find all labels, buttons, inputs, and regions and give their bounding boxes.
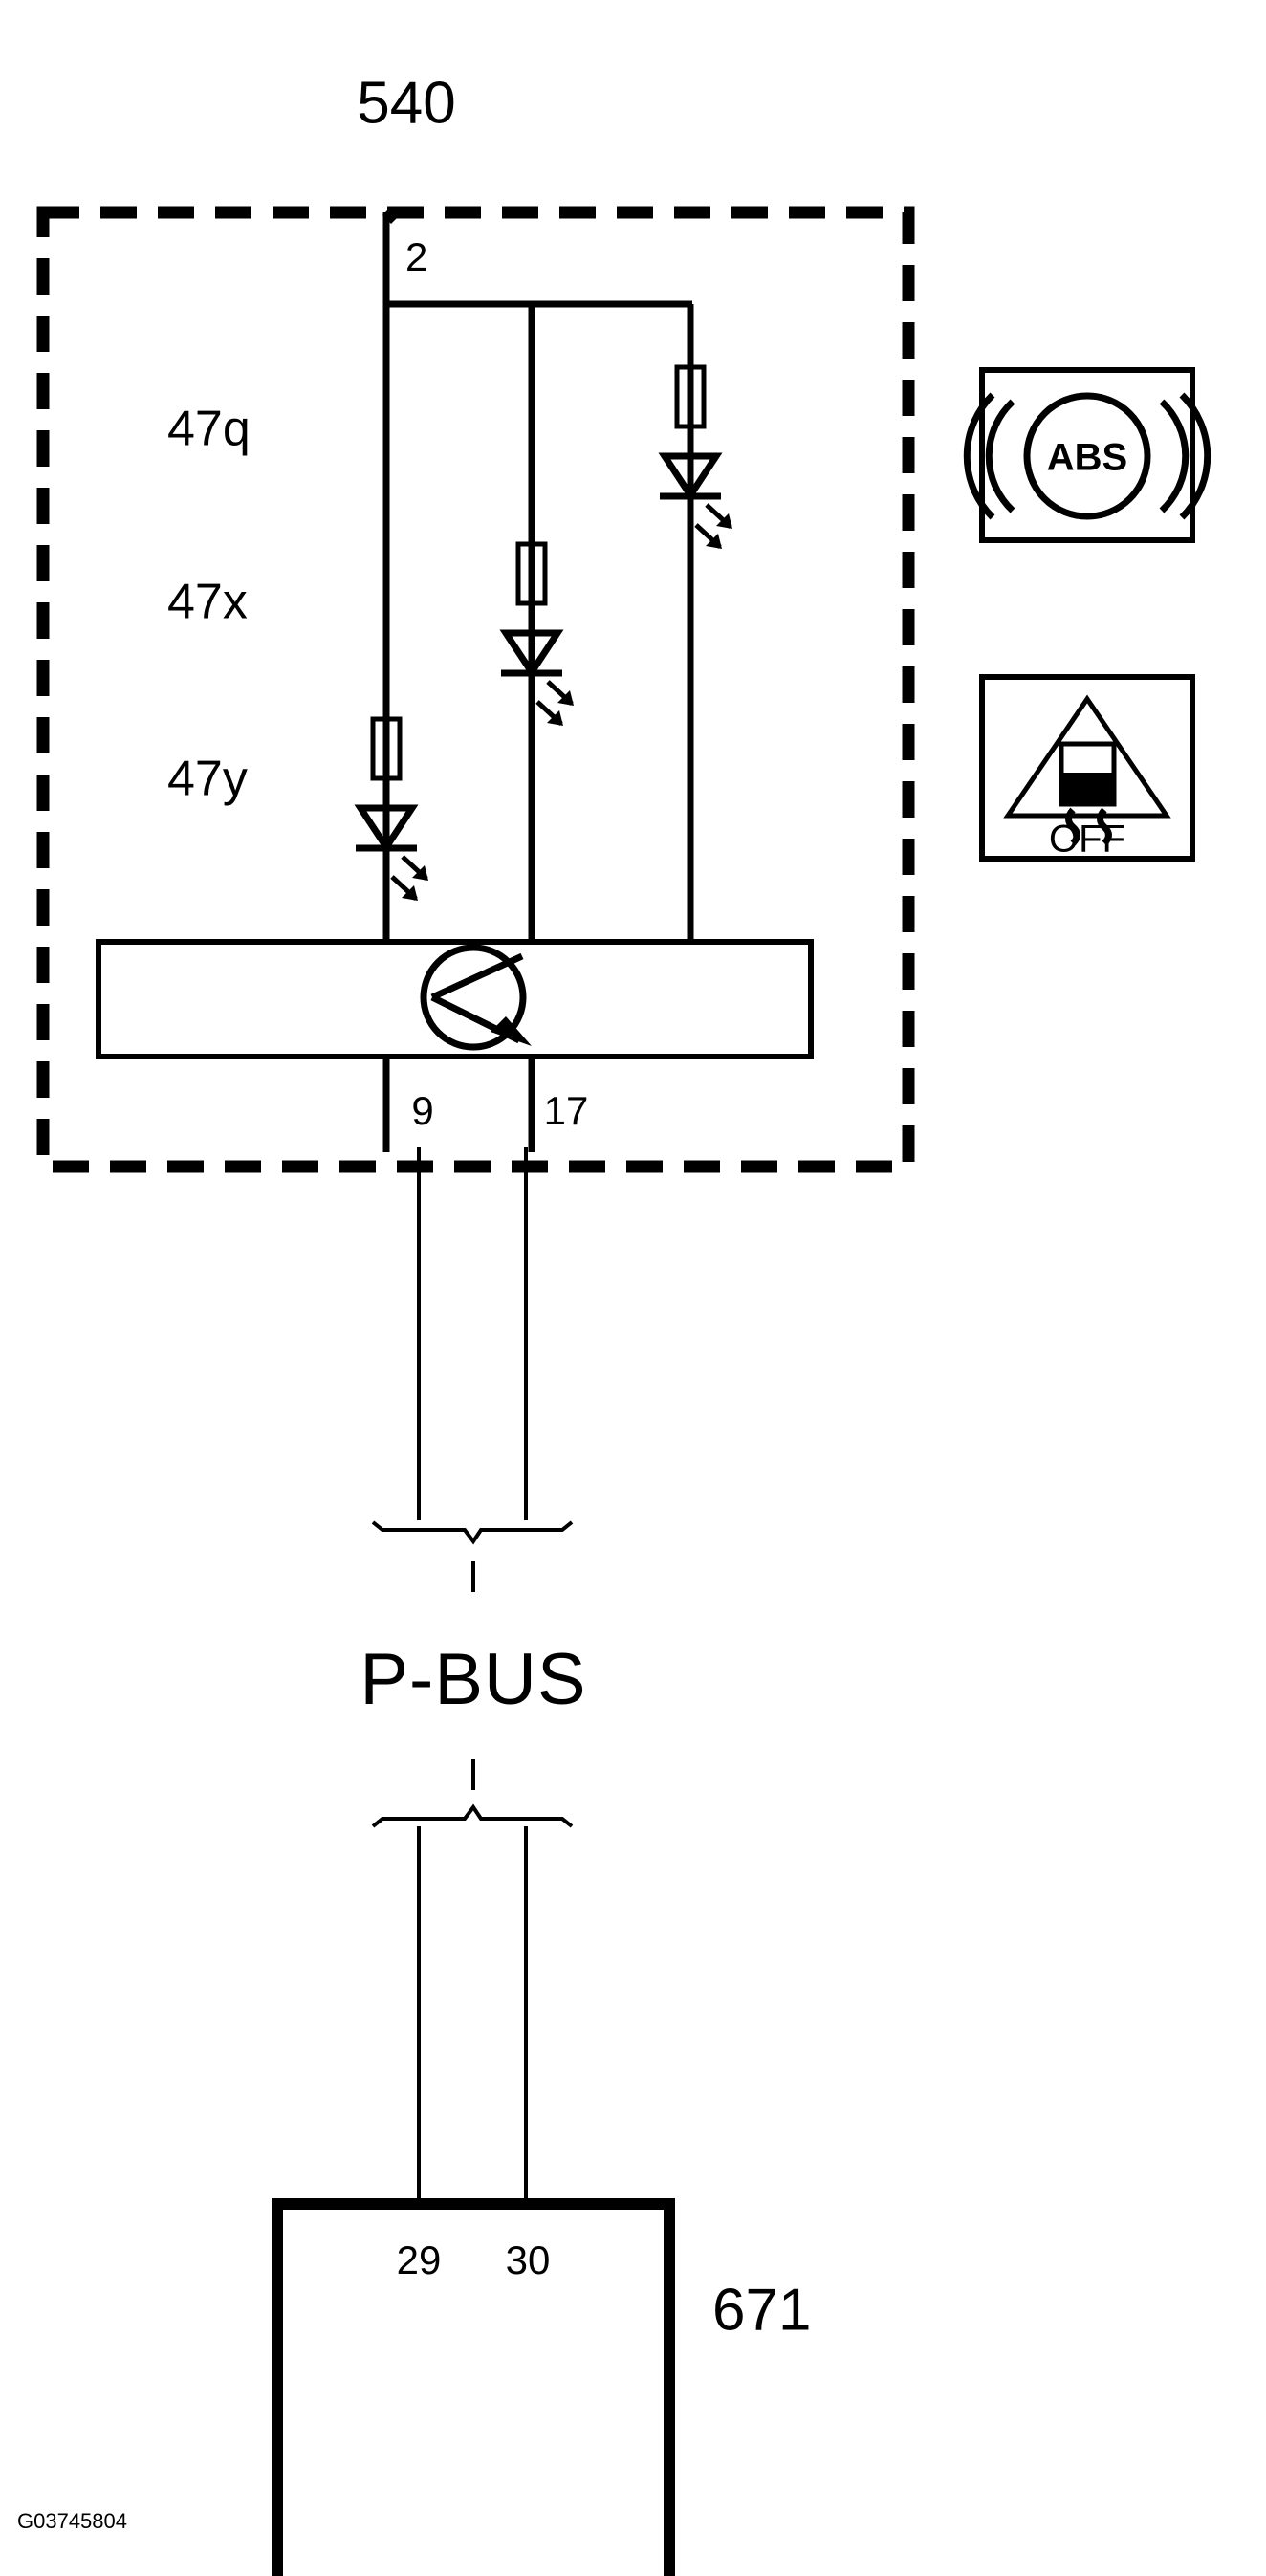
abs-indicator-label: ABS — [1047, 437, 1127, 479]
car-body-fill — [1063, 773, 1112, 804]
abs-warning-icon: ABS — [963, 367, 1211, 543]
module-671-box — [272, 2198, 675, 2576]
component-label-47x: 47x — [167, 575, 248, 630]
led-circuit-47x — [499, 541, 574, 726]
controller-bar — [96, 939, 814, 1059]
warning-triangle — [1003, 694, 1171, 819]
abs-arc-right-inner — [1159, 399, 1190, 513]
stability-control-off-icon: OFF — [979, 674, 1195, 862]
esp-off-indicator-frame — [979, 674, 1195, 862]
abs-arc-left-outer — [963, 392, 995, 520]
module-671-label: 671 — [712, 2277, 811, 2343]
led-emission-arrows-47y — [390, 855, 428, 901]
abs-circle — [1023, 392, 1151, 520]
module-540-title: 540 — [357, 70, 455, 136]
pin-label-29: 29 — [397, 2238, 442, 2282]
esp-off-label: OFF — [1049, 819, 1125, 861]
pin-label-30: 30 — [506, 2238, 551, 2282]
bus-brace-lower — [371, 1803, 574, 1828]
abs-arc-right-outer — [1179, 392, 1211, 520]
led-circuit-47q — [658, 364, 732, 549]
component-label-47y: 47y — [167, 752, 248, 807]
bus-brace-upper — [371, 1520, 574, 1545]
led-circuit-47y — [354, 716, 428, 901]
diode-triangle-47q — [658, 452, 723, 502]
diode-triangle-47x — [499, 629, 564, 679]
resistor-47y — [370, 716, 403, 781]
diode-triangle-47y — [354, 804, 419, 854]
resistor-47q — [674, 364, 707, 429]
pin-label-9: 9 — [411, 1088, 433, 1133]
drawing-code-label: G03745804 — [17, 2509, 127, 2533]
pin-label-2: 2 — [405, 234, 427, 279]
skid-mark-right — [1097, 807, 1112, 846]
skid-mark-left — [1065, 807, 1080, 846]
bus-label: P-BUS — [360, 1639, 586, 1720]
rotary-converter-icon — [420, 944, 532, 1051]
led-emission-arrows-47q — [694, 503, 732, 549]
led-emission-arrows-47x — [535, 680, 574, 726]
abs-arc-left-inner — [985, 399, 1015, 513]
component-label-47q: 47q — [167, 402, 251, 457]
resistor-47x — [515, 541, 548, 606]
module-540-boundary — [36, 206, 915, 1173]
abs-indicator-frame — [979, 367, 1195, 543]
pin-label-17: 17 — [544, 1088, 589, 1133]
